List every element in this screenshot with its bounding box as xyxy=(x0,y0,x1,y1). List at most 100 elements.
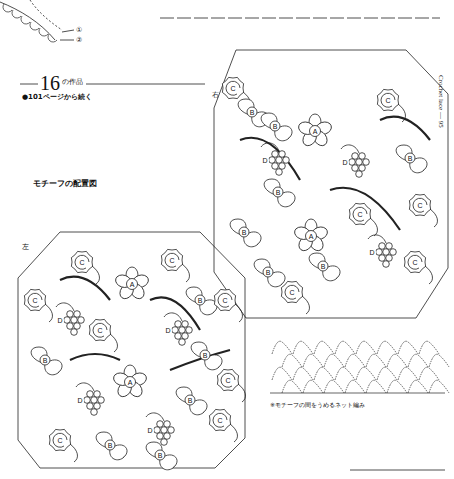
loop-motif xyxy=(410,162,424,173)
grape-bead xyxy=(356,159,363,166)
leader-line xyxy=(62,30,74,32)
grape-bead xyxy=(182,333,189,340)
spiral-line xyxy=(53,433,67,447)
net-chain xyxy=(303,380,323,393)
grape-stem xyxy=(341,145,359,153)
stem-cord xyxy=(170,350,230,370)
motif-letter: C xyxy=(411,259,418,266)
grape-bead xyxy=(64,317,71,324)
net-chain xyxy=(314,341,334,354)
spiral-edge xyxy=(349,203,370,224)
net-chain xyxy=(282,380,302,393)
loop-motif xyxy=(244,236,258,247)
scallop-stitch xyxy=(12,10,21,18)
scallop-stitch xyxy=(30,22,39,30)
callout-number: ② xyxy=(76,37,82,44)
grape-stem xyxy=(261,143,279,151)
loop-center xyxy=(40,355,50,365)
spiral-edge xyxy=(222,77,243,98)
motif-letter: C xyxy=(216,417,223,424)
grape-bead xyxy=(94,391,101,398)
grape-bead xyxy=(179,327,186,334)
spiral-line xyxy=(218,293,232,307)
motif-letter: C xyxy=(288,289,295,296)
grape-bead xyxy=(164,421,171,428)
net-chain xyxy=(293,367,313,380)
stem-cord xyxy=(70,354,120,360)
scallop-stitch xyxy=(48,34,57,42)
loop-center xyxy=(247,107,257,117)
spiral-tail xyxy=(92,266,99,284)
stem-cord xyxy=(380,117,430,140)
spiral-edge xyxy=(281,281,302,302)
grape-bead xyxy=(279,163,286,170)
grape-stem xyxy=(76,383,94,391)
net-chain xyxy=(377,367,397,380)
grape-bead xyxy=(390,249,397,256)
grape-bead xyxy=(161,427,168,434)
motif-letter: B xyxy=(202,352,209,359)
spiral-line xyxy=(165,253,179,267)
spiral-tail xyxy=(110,334,117,352)
motif-letter: A xyxy=(308,233,315,240)
motif-letter: B xyxy=(407,155,414,162)
loop-center xyxy=(239,227,249,237)
spiral-line xyxy=(213,413,227,427)
grape-bead xyxy=(157,421,164,428)
motif-letter: C xyxy=(31,297,38,304)
grape-bead xyxy=(352,165,359,172)
spiral-line xyxy=(75,255,89,269)
work-number: 16 xyxy=(40,73,60,93)
grape-bead xyxy=(67,323,74,330)
flower-center xyxy=(125,377,136,388)
net-chain xyxy=(345,380,365,393)
grape-bead xyxy=(379,243,386,250)
spiral-tail xyxy=(398,104,405,122)
grape-bead xyxy=(179,339,186,346)
grape-bead xyxy=(359,153,366,160)
loop-motif xyxy=(45,364,59,375)
grape-bead xyxy=(186,327,193,334)
grape-bead xyxy=(383,261,390,268)
stem-cord xyxy=(60,277,110,300)
grape-bead xyxy=(356,171,363,178)
net-base xyxy=(270,393,445,394)
spiral-edge xyxy=(49,429,70,450)
spiral-tail xyxy=(235,304,242,322)
spiral-tail xyxy=(302,296,309,314)
motif-letter: C xyxy=(168,257,175,264)
spiral-tail xyxy=(238,384,245,402)
spiral-line xyxy=(408,255,422,269)
callout-number: ① xyxy=(76,27,82,34)
spiral-tail xyxy=(70,444,77,462)
spiral-edge xyxy=(161,249,182,270)
motif-letter: A xyxy=(312,128,319,135)
net-chain xyxy=(335,341,355,354)
spiral-line xyxy=(28,293,42,307)
grape-bead xyxy=(272,163,279,170)
net-chain xyxy=(429,354,449,367)
net-chain xyxy=(429,380,449,393)
rule-line xyxy=(20,84,38,85)
stem-cord xyxy=(240,138,300,180)
spiral-tail xyxy=(182,264,189,282)
grape-bead xyxy=(98,397,105,404)
grape-bead xyxy=(175,333,182,340)
motif-letter: B xyxy=(275,189,282,196)
motif-letter: D xyxy=(261,157,268,164)
grape-stem xyxy=(146,413,164,421)
grape-bead xyxy=(386,255,393,262)
motif-letter: D xyxy=(146,427,153,434)
loop-motif xyxy=(275,130,289,141)
motif-letter: B xyxy=(249,109,256,116)
spiral-tail xyxy=(430,209,437,227)
grape-bead xyxy=(352,153,359,160)
grape-bead xyxy=(168,427,175,434)
grape-bead xyxy=(78,317,85,324)
flower-center xyxy=(310,126,321,137)
grape-bead xyxy=(71,317,78,324)
net-chain xyxy=(293,341,313,354)
grape-bead xyxy=(383,249,390,256)
spiral-tail xyxy=(45,304,52,322)
